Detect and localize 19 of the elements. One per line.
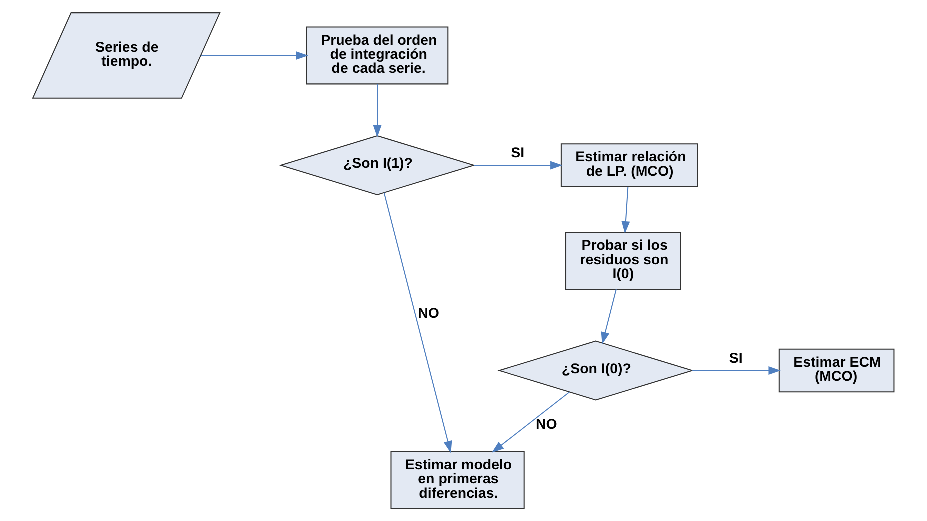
node-diamond: ¿Son I(1)?	[279, 134, 476, 195]
arrow	[373, 84, 382, 137]
node-box: Probar si los residuos son I(0)	[566, 232, 682, 290]
edge-label: SI	[729, 350, 743, 366]
arrow	[201, 50, 308, 60]
arrow	[601, 288, 617, 344]
node-box: Estimar relación de LP. (MCO)	[560, 143, 698, 187]
edge-label: SI	[511, 145, 525, 162]
arrow	[492, 391, 570, 452]
edge-label: NO	[536, 416, 558, 432]
arrow	[692, 366, 781, 375]
arrow	[384, 192, 452, 453]
node-box: Estimar ECM (MCO)	[778, 348, 895, 392]
arrow	[622, 186, 630, 234]
node-diamond: ¿Son I(0)?	[498, 340, 694, 400]
arrow	[474, 160, 563, 170]
node-box: Estimar modelo en primeras diferencias.	[390, 451, 525, 509]
node-box: Prueba del orden de integración de cada serie.	[306, 26, 449, 84]
edge-label: NO	[418, 306, 440, 322]
